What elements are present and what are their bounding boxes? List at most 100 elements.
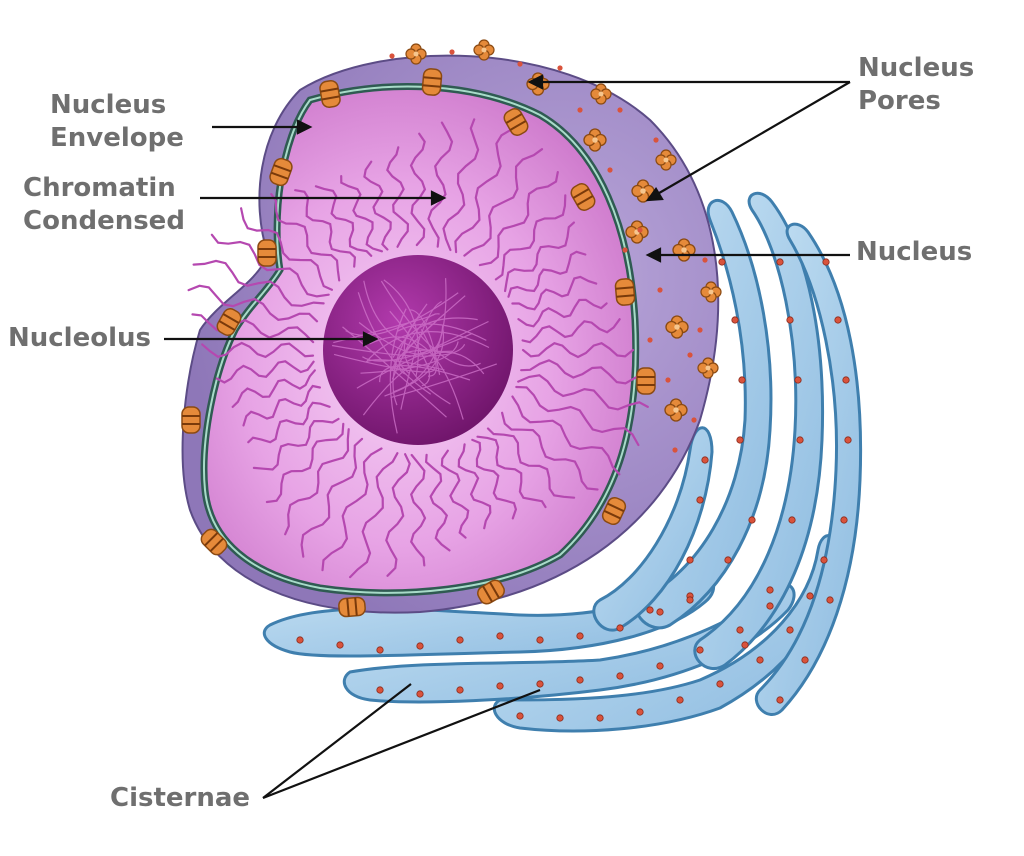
chromatin-strand	[409, 132, 427, 247]
nuclear-pore-icon	[583, 128, 607, 152]
ribosome-dot-icon	[794, 376, 802, 384]
nuclear-pore-icon	[421, 68, 443, 96]
nuclear-pore-icon	[338, 596, 366, 618]
nuclear-pore-icon	[614, 278, 636, 306]
chromatin-strand	[284, 428, 350, 536]
nucleolus-fiber	[369, 336, 464, 420]
rough-er-cisternae	[262, 191, 863, 733]
ribosome-dot-icon	[557, 65, 563, 71]
nuclear-pore-icon	[405, 43, 427, 65]
chromatin-strand	[521, 318, 621, 344]
leader-pores-2	[653, 81, 851, 197]
chromatin-strand	[192, 259, 325, 307]
ribosome-dot-icon	[822, 258, 830, 266]
ribosome-dot-icon	[702, 257, 708, 263]
nucleolus-fiber	[360, 341, 459, 374]
nucleolus-fiber	[358, 322, 444, 355]
ribosome-dot-icon	[653, 137, 659, 143]
chromatin-strand	[511, 395, 621, 476]
label-nucleus: Nucleus	[856, 237, 973, 267]
nucleolus-fiber	[396, 323, 487, 341]
ribosome-dot-icon	[748, 516, 756, 524]
ribosome-dot-icon	[766, 586, 774, 594]
ribosome-dot-icon	[716, 680, 724, 688]
chromatin-strand	[294, 189, 357, 268]
ribosome-dot-icon	[701, 456, 709, 464]
chromatin-strand	[517, 374, 649, 411]
nuclear-pore-icon	[665, 315, 689, 339]
label-nucleolus: Nucleolus	[8, 323, 151, 353]
chromatin-strand	[340, 175, 383, 253]
ribosome-dot-icon	[842, 376, 850, 384]
ribosome-dot-icon	[786, 316, 794, 324]
ribosome-dot-icon	[696, 646, 704, 654]
nuclear-pore-icon	[601, 496, 627, 526]
nuclear-pore-icon	[477, 579, 505, 605]
nucleolus-fiber	[390, 363, 498, 399]
ribosome-dot-icon	[496, 682, 504, 690]
ribosome-dot-icon	[536, 636, 544, 644]
arrowhead-pores-1	[527, 74, 544, 90]
ribosome-dot-icon	[676, 696, 684, 704]
ribosome-dot-icon	[616, 624, 624, 632]
chromatin-strand	[231, 369, 316, 408]
chromatin-strand	[511, 275, 598, 311]
chromatin-strand	[424, 453, 451, 552]
ribosome-dot-icon	[449, 49, 455, 55]
chromatin-strand	[486, 427, 576, 499]
ribosome-dot-icon	[756, 656, 764, 664]
chromatin-strand	[210, 233, 330, 298]
chromatin-strand	[349, 452, 399, 579]
ribosome-dot-icon	[376, 646, 384, 654]
ribosome-dot-icon	[665, 377, 671, 383]
ribosome-dot-icon	[687, 352, 693, 358]
nucleolus-body	[323, 255, 513, 445]
chromatin-strand	[442, 118, 480, 252]
ribosome-dot-icon	[576, 632, 584, 640]
ribosome-dot-icon	[686, 596, 694, 604]
nuclear-pore-icon	[590, 83, 612, 105]
arrowhead-chromatin	[430, 190, 447, 206]
chromatin-strand	[187, 284, 319, 323]
chromatin-strand	[501, 411, 599, 491]
chromatin-strand	[494, 194, 567, 281]
chromatin-strand	[300, 437, 364, 558]
chromatin-strands	[187, 118, 649, 579]
ribosome-dot-icon	[416, 642, 424, 650]
ribosome-dot-icon	[686, 556, 694, 564]
nucleolus-fiber	[379, 365, 471, 383]
nucleolus-fiber	[345, 292, 459, 336]
ribosome-dot-icon	[647, 337, 653, 343]
ribosome-dot-icon	[844, 436, 852, 444]
nuclear-pore-icon	[664, 398, 688, 422]
label-chromatin-condensed: Chromatin Condensed	[23, 172, 185, 238]
ribosome-dot-icon	[416, 690, 424, 698]
nuclear-pore-icon	[503, 108, 529, 136]
nuclear-pore-icon	[319, 79, 341, 109]
ribosome-dot-icon	[736, 436, 744, 444]
nuclear-pore-icon	[570, 183, 596, 211]
label-nucleus-pores-line1: Nucleus	[858, 53, 975, 83]
ribosome-dot-icon	[657, 287, 663, 293]
ribosome-dot-icon	[776, 258, 784, 266]
chromatin-strand	[463, 148, 544, 257]
ribosome-dot-icon	[736, 626, 744, 634]
chromatin-strand	[265, 422, 345, 504]
chromatin-strand	[471, 438, 518, 520]
ribosome-dot-icon	[296, 636, 304, 644]
ribosome-dot-icon	[691, 417, 697, 423]
chromatin-strand	[409, 453, 427, 567]
chromatin-strand	[215, 360, 315, 384]
ribosome-dot-icon	[834, 316, 842, 324]
chromatin-strand	[476, 435, 547, 509]
nucleolus-fiber	[420, 329, 437, 377]
nucleolus-fiber	[389, 308, 407, 434]
ribosome-dot-icon	[556, 714, 564, 722]
ribosome-dot-icon	[336, 641, 344, 649]
ribosome-dot-icon	[656, 662, 664, 670]
arrowhead-envelope	[296, 119, 313, 135]
nucleolus-fiber	[366, 331, 490, 362]
ribosome-dot-icon	[637, 227, 643, 233]
ribosome-dot-icon	[741, 641, 749, 649]
